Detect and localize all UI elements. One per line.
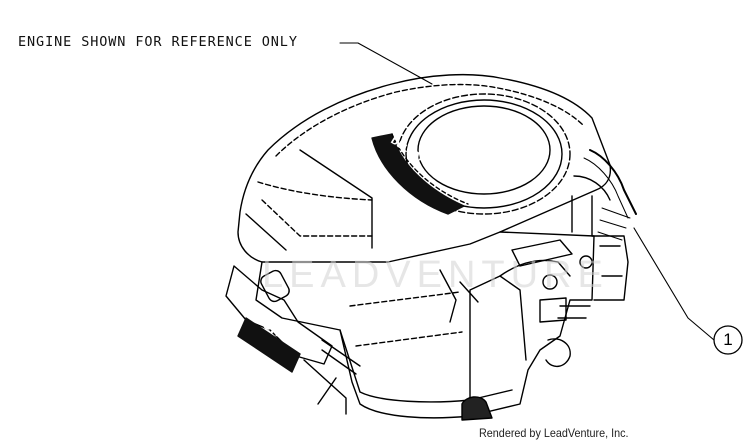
callout-circle bbox=[713, 325, 743, 355]
reference-leader-line bbox=[339, 42, 433, 85]
render-credit: Rendered by LeadVenture, Inc. bbox=[479, 426, 629, 440]
fan-cover-ring bbox=[405, 99, 563, 209]
callout-number: 1 bbox=[723, 330, 733, 349]
crankcase-block bbox=[255, 231, 595, 419]
reference-note: ENGINE SHOWN FOR REFERENCE ONLY bbox=[18, 34, 298, 50]
fuel-line-tube bbox=[589, 149, 637, 215]
ohv-label-plate bbox=[237, 317, 301, 373]
watermark-text: LEADVENTURE bbox=[262, 254, 609, 296]
valve-cover bbox=[225, 265, 333, 365]
brand-decal bbox=[371, 133, 465, 215]
shroud-outline bbox=[237, 73, 612, 263]
callout-leader-line bbox=[633, 227, 715, 341]
